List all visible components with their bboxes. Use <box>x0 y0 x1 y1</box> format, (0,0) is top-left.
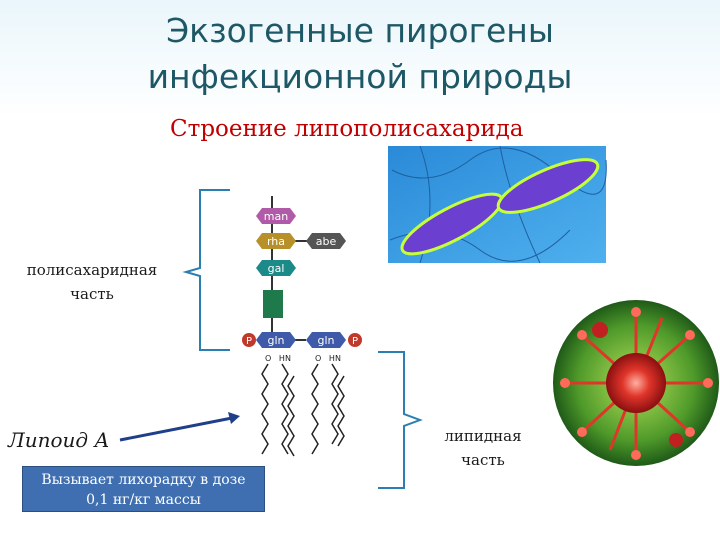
polysaccharide-part-label: полисахаридная часть <box>6 258 178 306</box>
lipid-line-1: липидная <box>428 424 538 448</box>
lipoid-a-label: Липоид А <box>8 428 110 452</box>
phosphate-left-label: P <box>246 336 252 347</box>
virus-image <box>553 300 719 466</box>
lipid-line-2: часть <box>428 448 538 472</box>
abe-label: abe <box>316 235 337 248</box>
bacteria-image <box>388 146 606 264</box>
polysaccharide-brace <box>186 190 230 350</box>
fever-dose-note: Вызывает лихорадку в дозе 0,1 нг/кг масс… <box>22 466 265 512</box>
gal-label: gal <box>268 262 285 275</box>
kdo-core <box>263 290 283 318</box>
man-label: man <box>264 210 288 223</box>
polysaccharide-line-1: полисахаридная <box>6 258 178 282</box>
phosphate-right-label: P <box>352 336 358 347</box>
note-line-1: Вызывает лихорадку в дозе <box>23 470 264 490</box>
lipid-part-label: липидная часть <box>428 424 538 472</box>
gln-right-label: gln <box>317 334 334 347</box>
note-line-2: 0,1 нг/кг массы <box>23 490 264 510</box>
polysaccharide-line-2: часть <box>6 282 178 306</box>
fatty-acid-chains <box>262 364 344 456</box>
lps-structure: man rha abe gal P gln gln P O HN O HN <box>242 196 362 456</box>
lipoid-arrow <box>120 418 232 440</box>
linkage-right-label: O HN <box>315 354 341 363</box>
lipid-brace <box>378 352 420 488</box>
rha-label: rha <box>267 235 285 248</box>
gln-left-label: gln <box>267 334 284 347</box>
linkage-left-label: O HN <box>265 354 291 363</box>
